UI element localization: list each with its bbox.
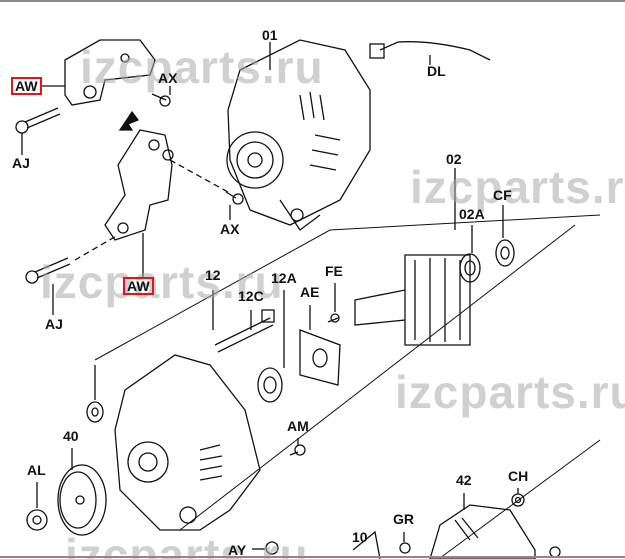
rotor (354, 254, 471, 346)
watermark: izcparts.ru (80, 41, 324, 93)
watermark: izcparts.ru (40, 256, 284, 308)
label-gr[interactable]: GR (393, 511, 414, 527)
label-10[interactable]: 10 (352, 529, 368, 545)
bolt-ax-mid (225, 191, 244, 205)
label-am[interactable]: AM (287, 418, 309, 434)
label-02a[interactable]: 02A (459, 206, 485, 222)
pulley-40 (57, 464, 107, 536)
label-12[interactable]: 12 (205, 267, 221, 283)
label-40[interactable]: 40 (63, 428, 79, 444)
nut-al (26, 509, 48, 531)
watermark: izcparts.ru (410, 161, 625, 213)
watermark: izcparts.ru (395, 366, 625, 418)
label-aj[interactable]: AJ (45, 316, 63, 332)
bolt-ax-top (151, 93, 171, 107)
regulator-42 (429, 504, 536, 559)
alternator-housing (114, 354, 261, 531)
label-aj[interactable]: AJ (12, 155, 30, 171)
bearing-12a (257, 367, 283, 403)
label-12a[interactable]: 12A (271, 270, 297, 286)
screw-gr (399, 542, 411, 554)
wire-dl (369, 41, 491, 61)
washer (86, 401, 104, 423)
label-ay[interactable]: AY (228, 542, 247, 558)
label-ch[interactable]: CH (508, 468, 529, 484)
upper-bracket (64, 39, 156, 106)
label-42[interactable]: 42 (456, 472, 472, 488)
bolt-aj-mid (25, 257, 71, 284)
bearing-cf (495, 239, 515, 267)
label-cf[interactable]: CF (493, 187, 512, 203)
label-aw-highlighted[interactable]: AW (11, 77, 42, 95)
label-ax[interactable]: AX (158, 70, 178, 86)
alternator-assembly (226, 39, 371, 231)
label-ax[interactable]: AX (220, 221, 240, 237)
screw-fe (327, 313, 340, 323)
plate-ae (299, 329, 341, 386)
bearing-02a (459, 253, 481, 283)
label-fe[interactable]: FE (325, 263, 343, 279)
bottom-border (0, 556, 625, 558)
screw-am (289, 444, 306, 456)
top-border (0, 0, 625, 2)
axis-line (169, 159, 229, 193)
watermark: izcparts.ru (65, 529, 309, 559)
direction-arrow-icon (118, 110, 140, 131)
label-12c[interactable]: 12C (238, 288, 264, 304)
cap-ay (265, 541, 279, 555)
bolt-aj-top (15, 107, 61, 134)
label-01[interactable]: 01 (262, 27, 278, 43)
stud-12c (214, 309, 275, 353)
label-02[interactable]: 02 (446, 151, 462, 167)
label-aw-highlighted[interactable]: AW (123, 277, 154, 295)
lower-bracket (104, 129, 174, 241)
label-ae[interactable]: AE (300, 284, 320, 300)
label-dl[interactable]: DL (427, 63, 446, 79)
label-al[interactable]: AL (27, 462, 46, 478)
